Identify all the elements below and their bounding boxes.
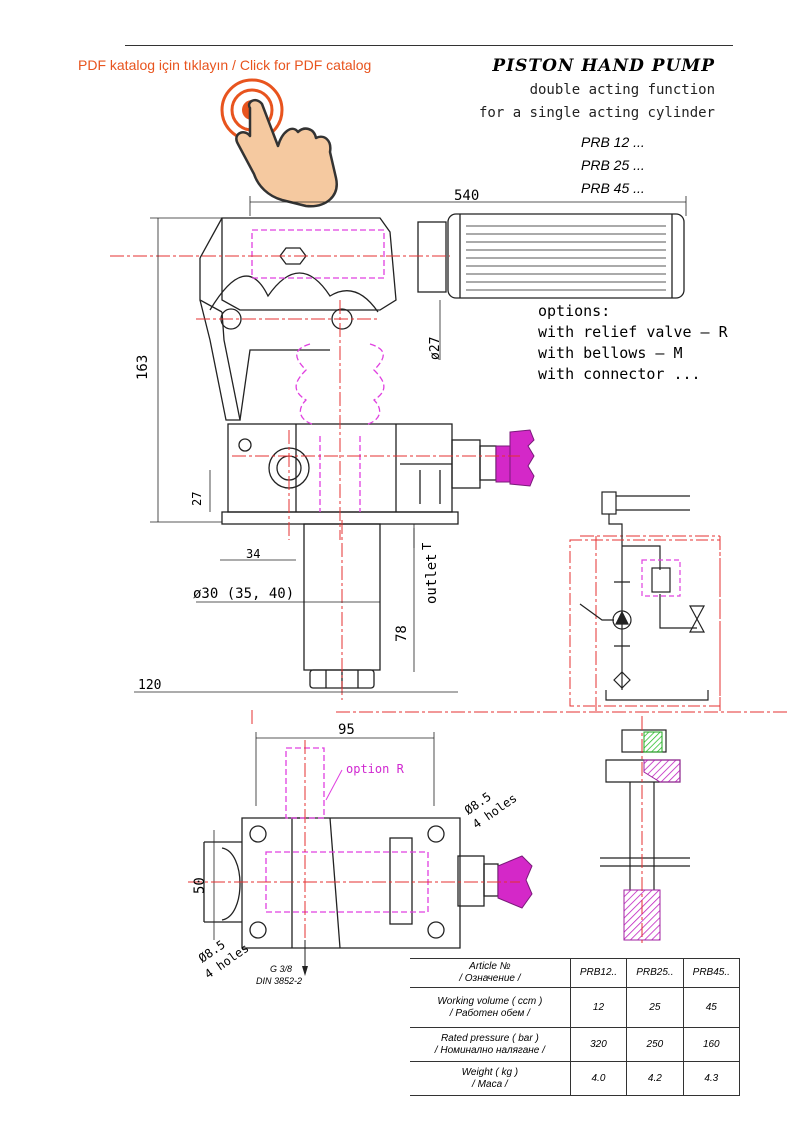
table-cell: 250 [626, 1027, 684, 1062]
table-row: Working volume ( ccm )/ Работен обем / 1… [410, 987, 741, 1028]
table-cell: 25 [626, 987, 684, 1028]
table-header-label: Article №/ Означение / [410, 958, 571, 988]
option-bellows: with bellows – M [538, 344, 683, 362]
table-row-label: Rated pressure ( bar )/ Номинално наляга… [410, 1027, 571, 1062]
dim-30: ø30 (35, 40) [193, 586, 295, 602]
table-row: Weight ( kg )/ Маса / 4.0 4.2 4.3 [410, 1061, 741, 1096]
outlet-t-label: T [420, 542, 434, 550]
outlet-label: outlet [424, 553, 440, 604]
dim-27-diameter: ø27 [428, 336, 443, 360]
dim-50: 50 [192, 877, 208, 894]
table-cell: 45 [682, 987, 741, 1028]
table-col-prb12: PRB12.. [569, 958, 627, 988]
dim-27: 27 [190, 491, 204, 506]
model-prb25: PRB 25 ... [581, 157, 645, 173]
model-prb12: PRB 12 ... [581, 134, 645, 150]
dim-163: 163 [135, 354, 151, 380]
table-row: Rated pressure ( bar )/ Номинално наляга… [410, 1027, 741, 1062]
options-list: options: with relief valve – R with bell… [538, 301, 728, 385]
table-row-label: Working volume ( ccm )/ Работен обем / [410, 987, 571, 1028]
option-relief-valve: with relief valve – R [538, 323, 728, 341]
dim-78: 78 [394, 625, 410, 642]
thread-standard: DIN 3852-2 [256, 976, 303, 986]
dim-120: 120 [138, 678, 162, 693]
table-row-label: Weight ( kg )/ Маса / [410, 1061, 571, 1096]
thread-spec: G 3/8 [270, 964, 293, 974]
table-header-row: Article №/ Означение / PRB12.. PRB25.. P… [410, 958, 741, 988]
top-rule [125, 45, 733, 46]
pdf-catalog-link[interactable]: PDF katalog için tıklayın / Click for PD… [78, 57, 372, 73]
dim-95: 95 [338, 722, 355, 738]
table-cell: 12 [569, 987, 627, 1028]
click-hand-icon[interactable] [220, 78, 338, 208]
model-prb45: PRB 45 ... [581, 180, 645, 196]
table-cell: 160 [682, 1027, 741, 1062]
options-heading: options: [538, 302, 611, 320]
page-title: PISTON HAND PUMP [492, 56, 715, 76]
table-col-prb25: PRB25.. [626, 958, 684, 988]
table-cell: 4.2 [626, 1061, 684, 1096]
option-connector: with connector ... [538, 365, 701, 383]
subtitle-cylinder: for a single acting cylinder [478, 105, 715, 121]
option-r-label: option R [346, 762, 404, 776]
table-cell: 4.0 [569, 1061, 627, 1096]
table-cell: 4.3 [682, 1061, 741, 1096]
dim-34: 34 [246, 547, 261, 561]
spec-table: Article №/ Означение / PRB12.. PRB25.. P… [410, 958, 741, 1096]
table-col-prb45: PRB45.. [682, 958, 741, 988]
table-cell: 320 [569, 1027, 627, 1062]
subtitle-function: double acting function [529, 82, 715, 98]
dim-540: 540 [454, 188, 480, 204]
